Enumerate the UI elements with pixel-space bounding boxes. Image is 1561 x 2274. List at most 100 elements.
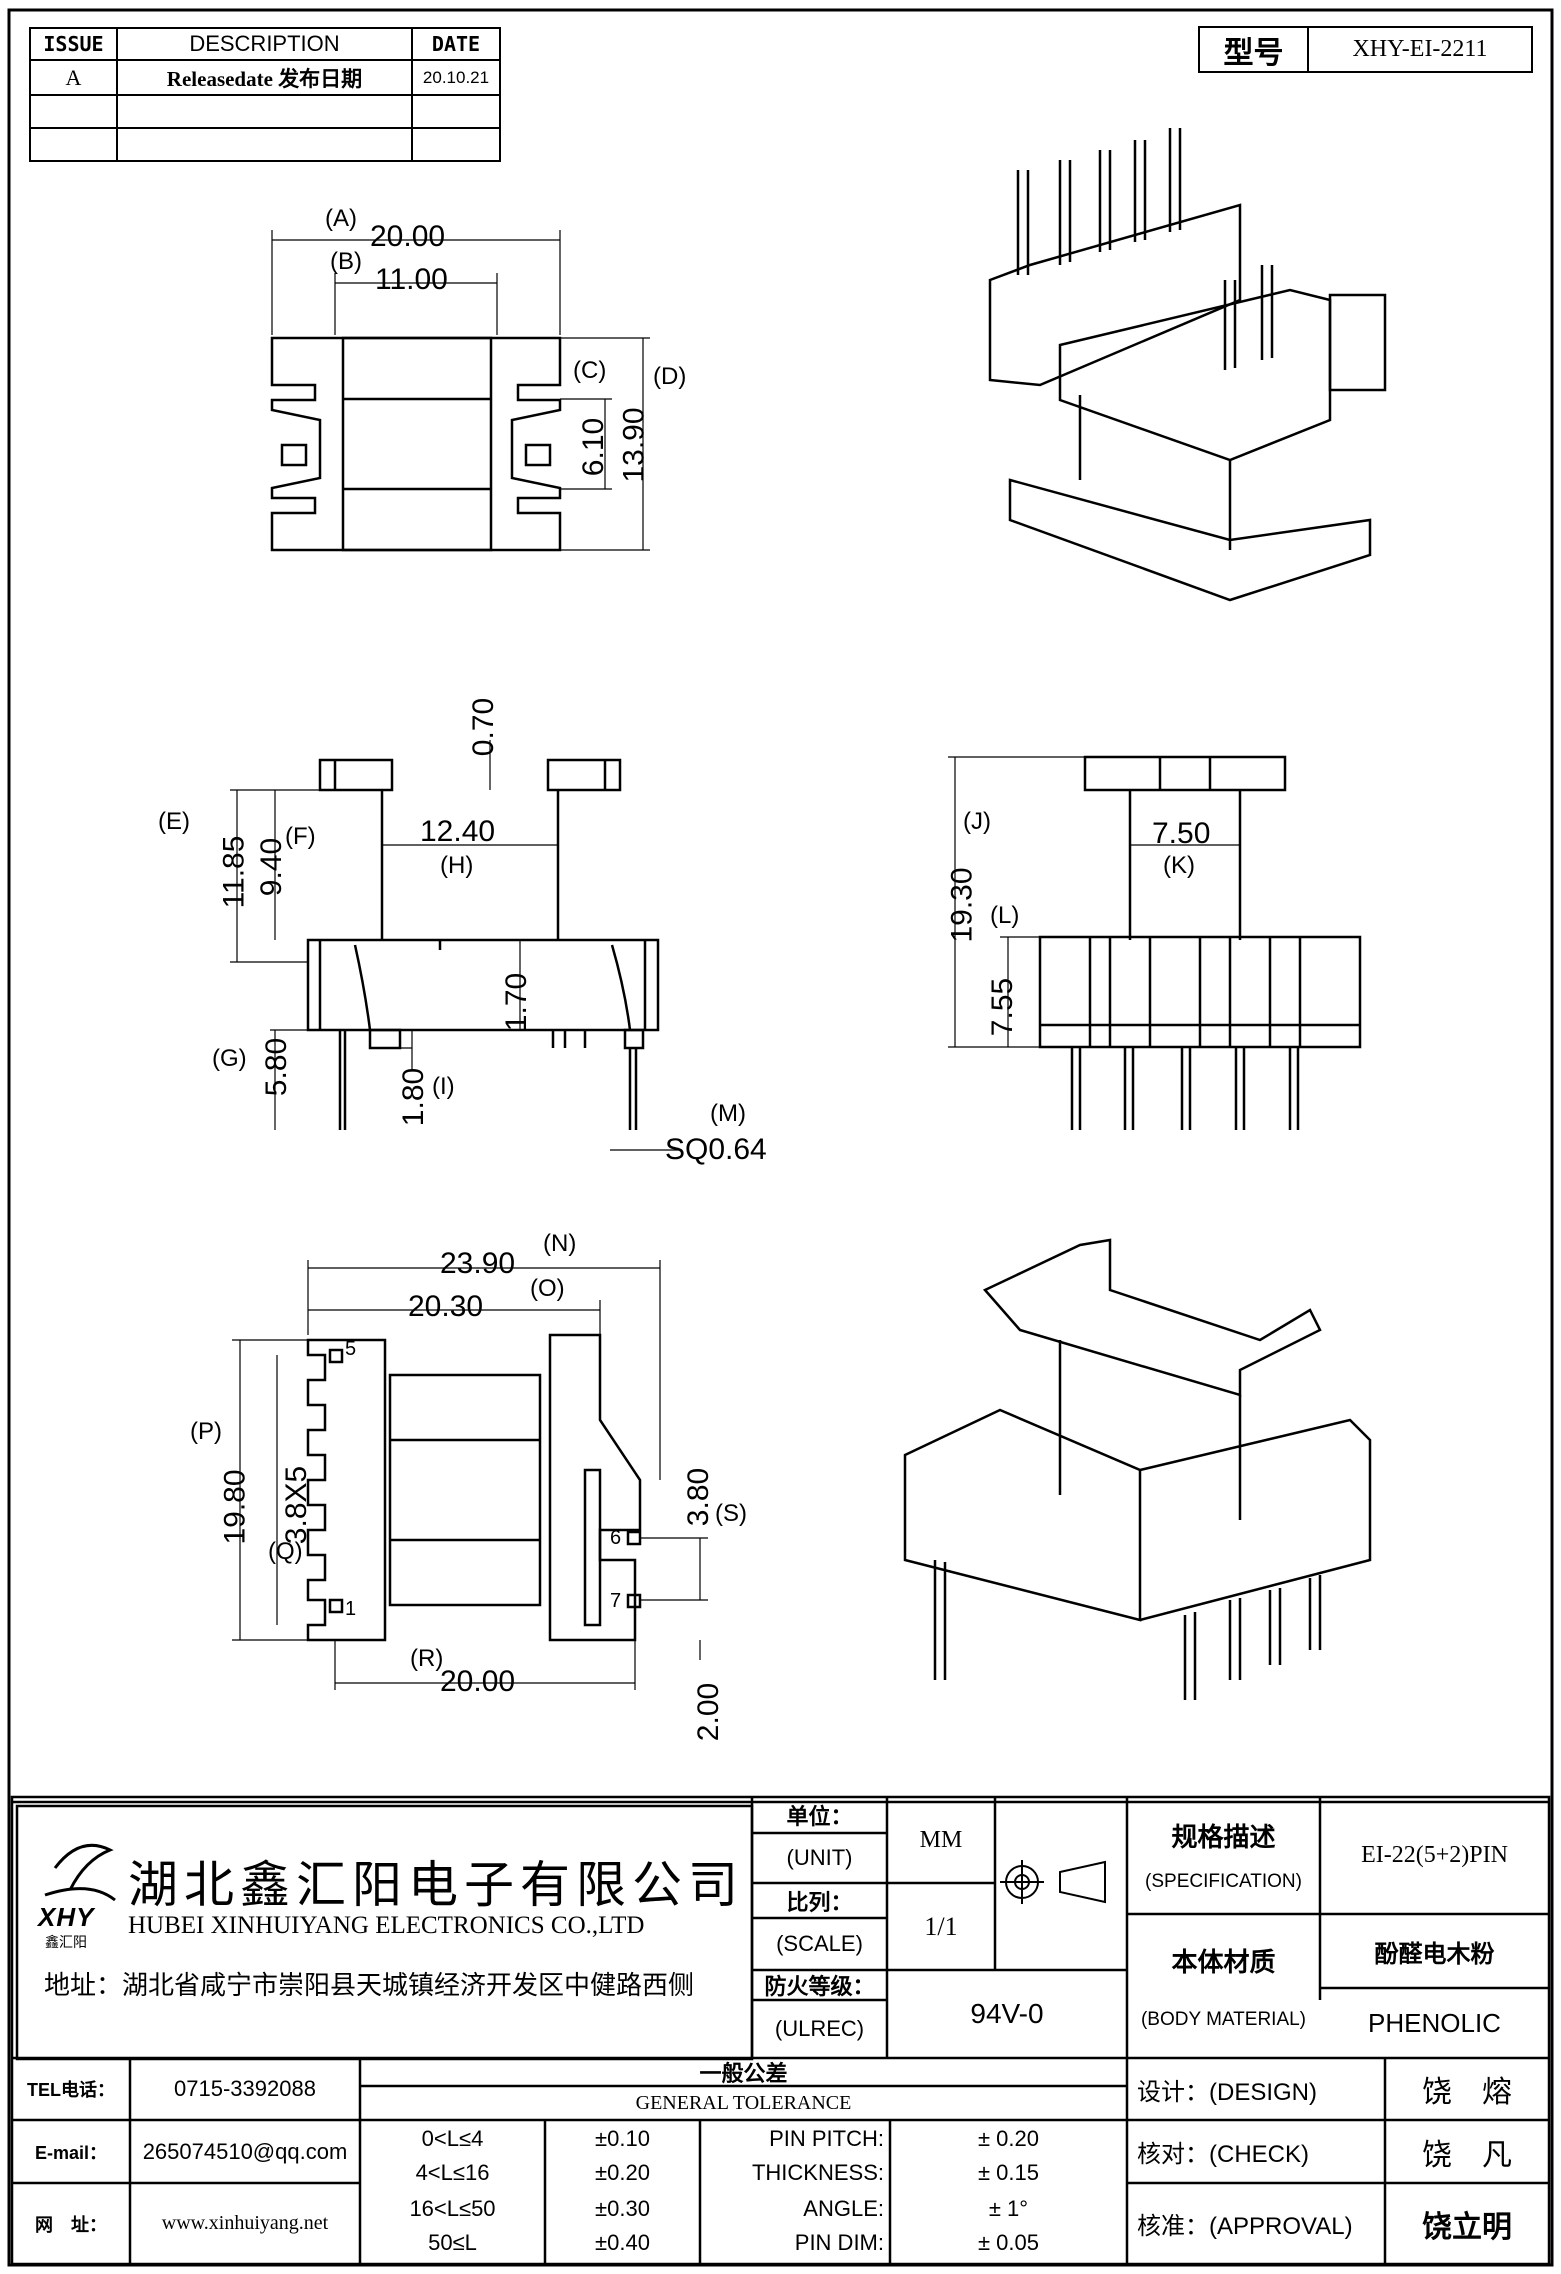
company-logo-mark [44,1843,116,1902]
dim-value-K: 7.50 [1152,817,1211,850]
pin-label-7: 7 [610,1590,622,1612]
website-value[interactable]: www.xinhuiyang.net [161,2212,329,2234]
check-label: 核对：(CHECK) [1137,2141,1309,2168]
dim-value-F: 9.40 [255,837,289,897]
rev-header-issue: ISSUE [43,32,104,56]
dim-value-Q: 3.8X5 [280,1465,314,1545]
dim-label-E: (E) [158,808,190,835]
spec-label-cn: 规格描述 [1171,1821,1276,1852]
scale-value: 1/1 [924,1911,958,1941]
dim-label-G: (G) [212,1045,247,1072]
dim-label-O: (O) [530,1275,565,1302]
tolerance-param-value: ± 0.05 [977,2230,1039,2255]
rev-row-date: 20.10.21 [422,67,490,87]
tolerance-range: 50≤L [428,2230,477,2255]
unit-value: MM [919,1826,963,1853]
dim-label-S: (S) [715,1500,747,1527]
email-value[interactable]: 265074510@qq.com [142,2138,348,2164]
approval-label: 核准：(APPROVAL) [1137,2213,1353,2240]
company-name-cn: 湖北鑫汇阳电子有限公司 [128,1857,744,1913]
tolerance-title-en: GENERAL TOLERANCE [635,2091,852,2114]
dim-label-K: (K) [1163,852,1195,879]
model-label: 型号 [1223,36,1284,70]
tolerance-range: 0<L≤4 [421,2126,484,2151]
dim-label-D: (D) [653,363,687,390]
dim-label-Q: (Q) [268,1538,303,1565]
logo-subtext: 鑫汇阳 [45,1934,87,1950]
dim-value-B: 11.00 [375,263,448,296]
tolerance-range: 16<L≤50 [409,2196,496,2221]
dim-label-A: (A) [325,205,357,232]
logo-text: XHY [38,1902,95,1932]
isometric-view-bottom [903,1238,1372,1700]
material-label-en: (BODY MATERIAL) [1140,2009,1307,2030]
check-name: 饶 凡 [1422,2138,1512,2172]
tolerance-title-cn: 一般公差 [699,2061,788,2086]
tolerance-param: THICKNESS: [751,2160,884,2185]
approval-name: 饶立明 [1422,2210,1512,2244]
dim-value-S: 3.80 [682,1467,716,1527]
pin-label-6: 6 [610,1527,622,1549]
email-label: E-mail： [34,2142,108,2163]
tolerance-param: PIN DIM: [794,2230,884,2255]
tolerance-value: ±0.10 [595,2126,650,2151]
tel-label: TEL电话： [27,2080,115,2100]
pin-label-5: 5 [345,1338,357,1360]
dim-value-J: 19.30 [945,867,979,943]
tolerance-value: ±0.40 [595,2230,650,2255]
dim-label-L: (L) [990,902,1020,929]
tolerance-param-value: ± 0.20 [977,2126,1039,2151]
dim-label-P: (P) [190,1418,222,1445]
ul-label-en: (ULREC) [774,2016,865,2041]
dim-value-P: 19.80 [218,1469,252,1545]
dim-label-C: (C) [573,357,607,384]
dim-value-bottom: 2.00 [692,1682,726,1742]
spec-value: EI-22(5+2)PIN [1361,1842,1508,1868]
unit-label-cn: 单位： [786,1804,853,1829]
dim-value-M: SQ0.64 [665,1133,767,1166]
ul-label-cn: 防火等级： [764,1974,875,1999]
dim-value-O: 20.30 [408,1290,484,1323]
dim-value-A: 20.00 [370,220,446,253]
model-value: XHY-EI-2211 [1352,36,1488,62]
website-label: 网 址： [35,2214,107,2235]
side-view [1038,755,1362,1130]
material-value-cn: 酚醛电木粉 [1374,1940,1495,1968]
dim-label-N: (N) [543,1230,577,1257]
material-value-en: PHENOLIC [1368,2007,1501,2038]
dim-value-R: 20.00 [440,1665,516,1698]
projection-symbol [1000,1860,1106,1904]
dim-value-C: 6.10 [577,417,611,477]
tolerance-range: 4<L≤16 [415,2160,490,2185]
pin-label-1: 1 [345,1598,357,1620]
dim-value-H: 12.40 [420,815,496,848]
dim-value-top: 0.70 [467,697,501,757]
rev-header-description: DESCRIPTION [189,31,340,56]
tolerance-value: ±0.30 [595,2196,650,2221]
rev-row-issue: A [65,64,82,90]
dim-label-I: (I) [432,1073,455,1100]
dim-value-N: 23.90 [440,1247,516,1280]
design-label: 设计：(DESIGN) [1137,2078,1317,2106]
company-name-en: HUBEI XINHUIYANG ELECTRONICS CO.,LTD [128,1912,645,1939]
title-block-grid [10,1795,1551,2266]
dim-label-F: (F) [285,823,316,850]
rev-header-date: DATE [431,32,481,56]
dim-value-L: 7.55 [986,977,1020,1037]
dim-label-H: (H) [440,852,474,879]
scale-label-en: (SCALE) [776,1931,863,1956]
dim-value-D: 13.90 [617,407,651,483]
revision-table-grid [29,27,501,162]
ul-value: 94V-0 [970,1998,1044,2029]
dim-value-E: 11.85 [217,835,251,909]
top-view [270,336,562,552]
tolerance-param: ANGLE: [803,2196,884,2221]
design-name: 饶 熔 [1422,2076,1512,2109]
dim-value-G: 5.80 [260,1037,294,1097]
tolerance-param: PIN PITCH: [769,2126,884,2151]
front-view [306,758,660,1130]
bottom-view [306,1333,642,1642]
dim-value-I: 1.80 [397,1067,431,1127]
material-label-cn: 本体材质 [1171,1946,1276,1977]
